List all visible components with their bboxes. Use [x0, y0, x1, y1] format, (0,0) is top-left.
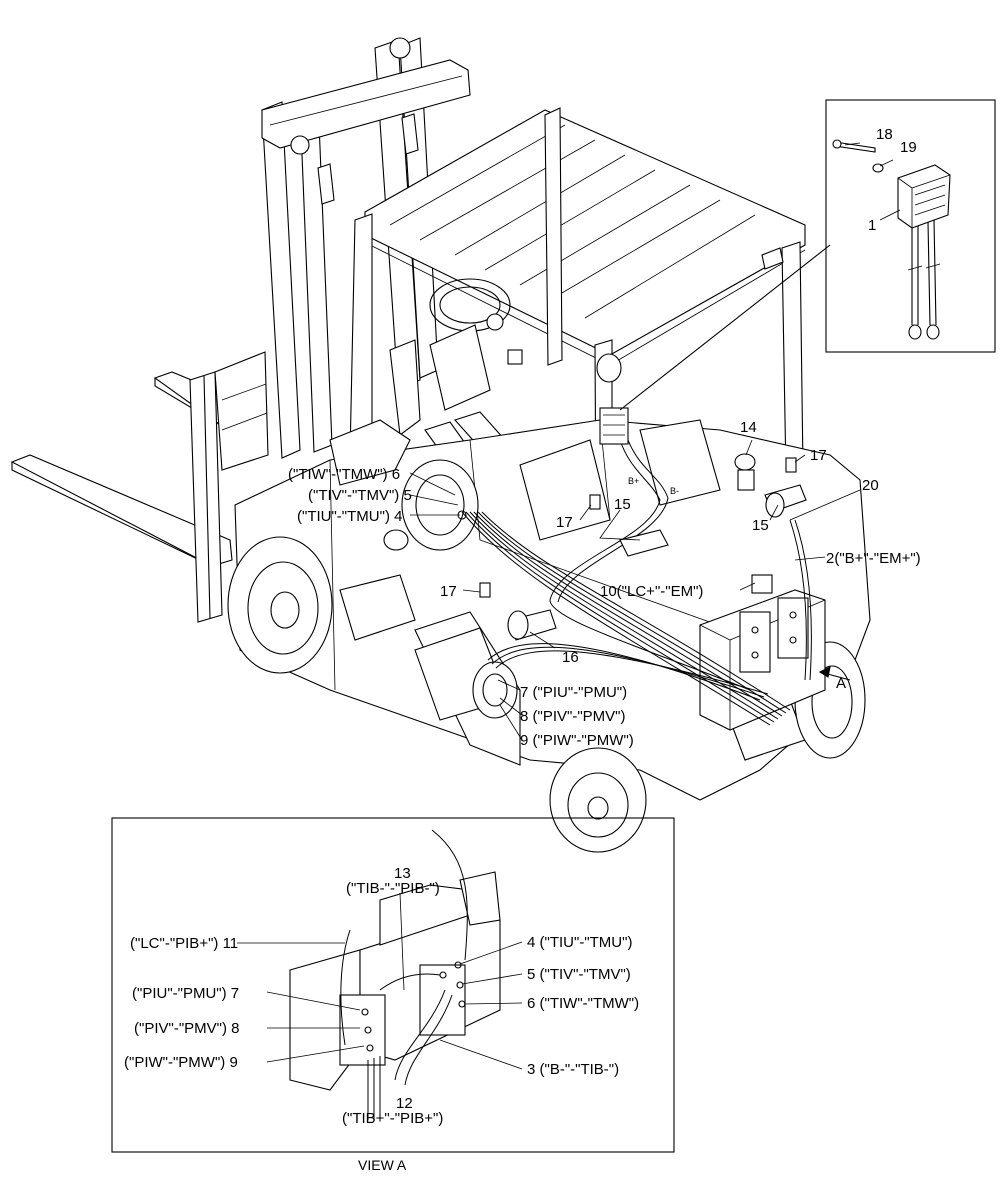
view-a-title: VIEW A — [358, 1157, 407, 1173]
view-a-callout-13-text: ("TIB-"-"PIB-") — [346, 880, 440, 897]
view-a-callout-11: ("LC"-"PIB+") 11 — [130, 935, 238, 952]
view-a-callout-7: ("PIU"-"PMU") 7 — [132, 985, 239, 1002]
traction-motor — [383, 459, 479, 551]
callout-17-left: 17 — [440, 583, 457, 600]
view-a-callout-3: 3 ("B-"-"TIB-") — [527, 1061, 619, 1078]
callout-6: ("TIW"-"TMW") 6 — [288, 466, 400, 483]
callout-5: ("TIV"-"TMV") 5 — [308, 487, 412, 504]
view-a-callouts: 13 ("TIB-"-"PIB-") ("LC"-"PIB+") 11 ("PI… — [124, 865, 639, 1173]
pump-motor — [414, 627, 518, 721]
callout-2: 2("B+"-"EM+") — [826, 550, 921, 567]
callout-15-center: 15 — [614, 496, 631, 513]
callout-9: 9 ("PIW"-"PMW") — [520, 732, 634, 749]
callout-19: 19 — [900, 139, 917, 156]
battery-connector — [599, 244, 831, 445]
leader-lines — [409, 142, 901, 741]
callout-17-center: 17 — [556, 514, 573, 531]
callout-8: 8 ("PIV"-"PMV") — [520, 708, 625, 725]
view-a-callout-13: 13 — [394, 865, 411, 882]
view-arrow-label-a: A — [836, 675, 846, 692]
view-a-callout-9: ("PIW"-"PMW") 9 — [124, 1054, 238, 1071]
clamps-bolts — [479, 453, 807, 641]
cable-bundle — [461, 439, 812, 726]
callout-16: 16 — [562, 649, 579, 666]
carriage — [189, 351, 269, 623]
view-a-callout-4: 4 ("TIU"-"TMU") — [527, 934, 632, 951]
callout-1: 1 — [868, 217, 876, 234]
callouts: 18 19 1 14 17 20 15 2("B+"-"EM+") 10("LC… — [288, 126, 921, 749]
view-a-callout-6: 6 ("TIW"-"TMW") — [527, 995, 639, 1012]
label-b-plus: B+ — [628, 476, 639, 486]
callout-15-right: 15 — [752, 517, 769, 534]
controller-box — [699, 574, 826, 731]
callout-17-right: 17 — [810, 447, 827, 464]
callout-20: 20 — [862, 477, 879, 494]
callout-14: 14 — [740, 419, 757, 436]
view-a-callout-5: 5 ("TIV"-"TMV") — [527, 966, 631, 983]
callout-7: 7 ("PIU"-"PMU") — [520, 684, 627, 701]
callout-18: 18 — [876, 126, 893, 143]
view-a-leader-lines — [237, 892, 523, 1070]
callout-10: 10("LC+"-"EM") — [600, 583, 703, 600]
inset-battery-connector — [825, 99, 996, 353]
view-a-callout-12: 12 — [396, 1095, 413, 1112]
view-a-callout-12-text: ("TIB+"-"PIB+") — [342, 1110, 443, 1127]
view-a-callout-8: ("PIV"-"PMV") 8 — [134, 1020, 239, 1037]
label-b-minus: B- — [670, 486, 679, 496]
callout-4: ("TIU"-"TMU") 4 — [297, 508, 402, 525]
